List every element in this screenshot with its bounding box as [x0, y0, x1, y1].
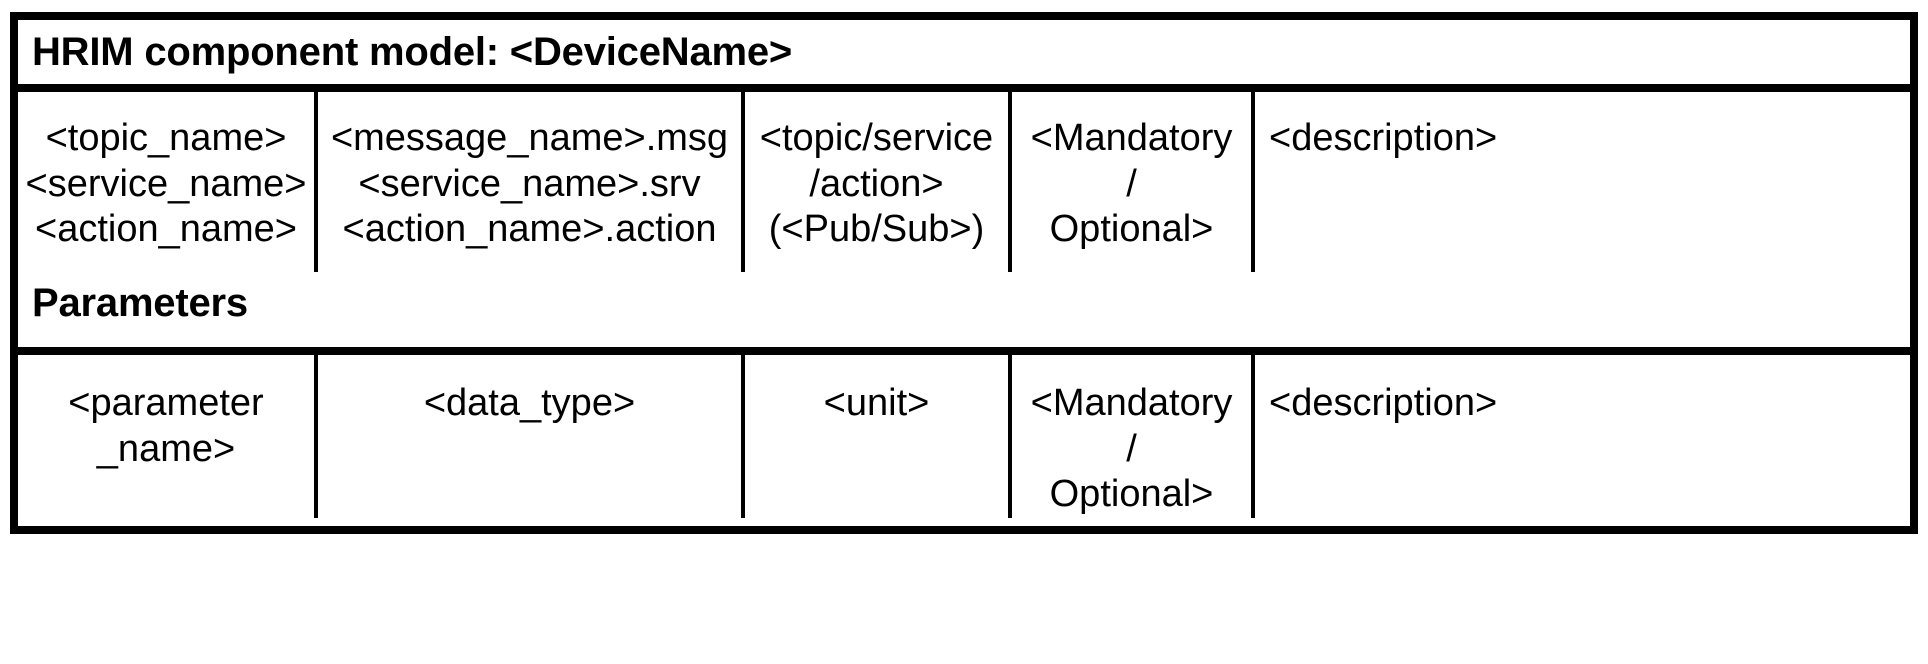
parameter-name-cell: <parameter _name> [18, 355, 318, 518]
hrim-component-model-table: HRIM component model: <DeviceName> <topi… [10, 12, 1918, 534]
table-title-row: HRIM component model: <DeviceName> [18, 20, 1910, 92]
table-title: HRIM component model: <DeviceName> [32, 30, 793, 74]
communication-kind-cell: <topic/service /action> (<Pub/Sub>) [745, 92, 1012, 272]
parameters-section-row: Parameters [18, 272, 1910, 355]
parameter-data-type-cell: <data_type> [318, 355, 745, 518]
communication-description-cell: <description> [1269, 117, 1498, 159]
parameters-section-label: Parameters [32, 281, 248, 325]
parameter-requirement-cell: <Mandatory / Optional> [1012, 355, 1255, 518]
communication-type-cell: <message_name>.msg <service_name>.srv <a… [318, 92, 745, 272]
parameters-detail-row: <parameter _name> <data_type> <unit> <Ma… [18, 355, 1910, 518]
parameter-unit-cell: <unit> [745, 355, 1012, 518]
communication-requirement-cell: <Mandatory / Optional> [1012, 92, 1255, 272]
communication-name-cell: <topic_name> <service_name> <action_name… [18, 92, 318, 272]
parameter-description-cell: <description> [1269, 382, 1498, 424]
communication-header-row: <topic_name> <service_name> <action_name… [18, 92, 1910, 272]
